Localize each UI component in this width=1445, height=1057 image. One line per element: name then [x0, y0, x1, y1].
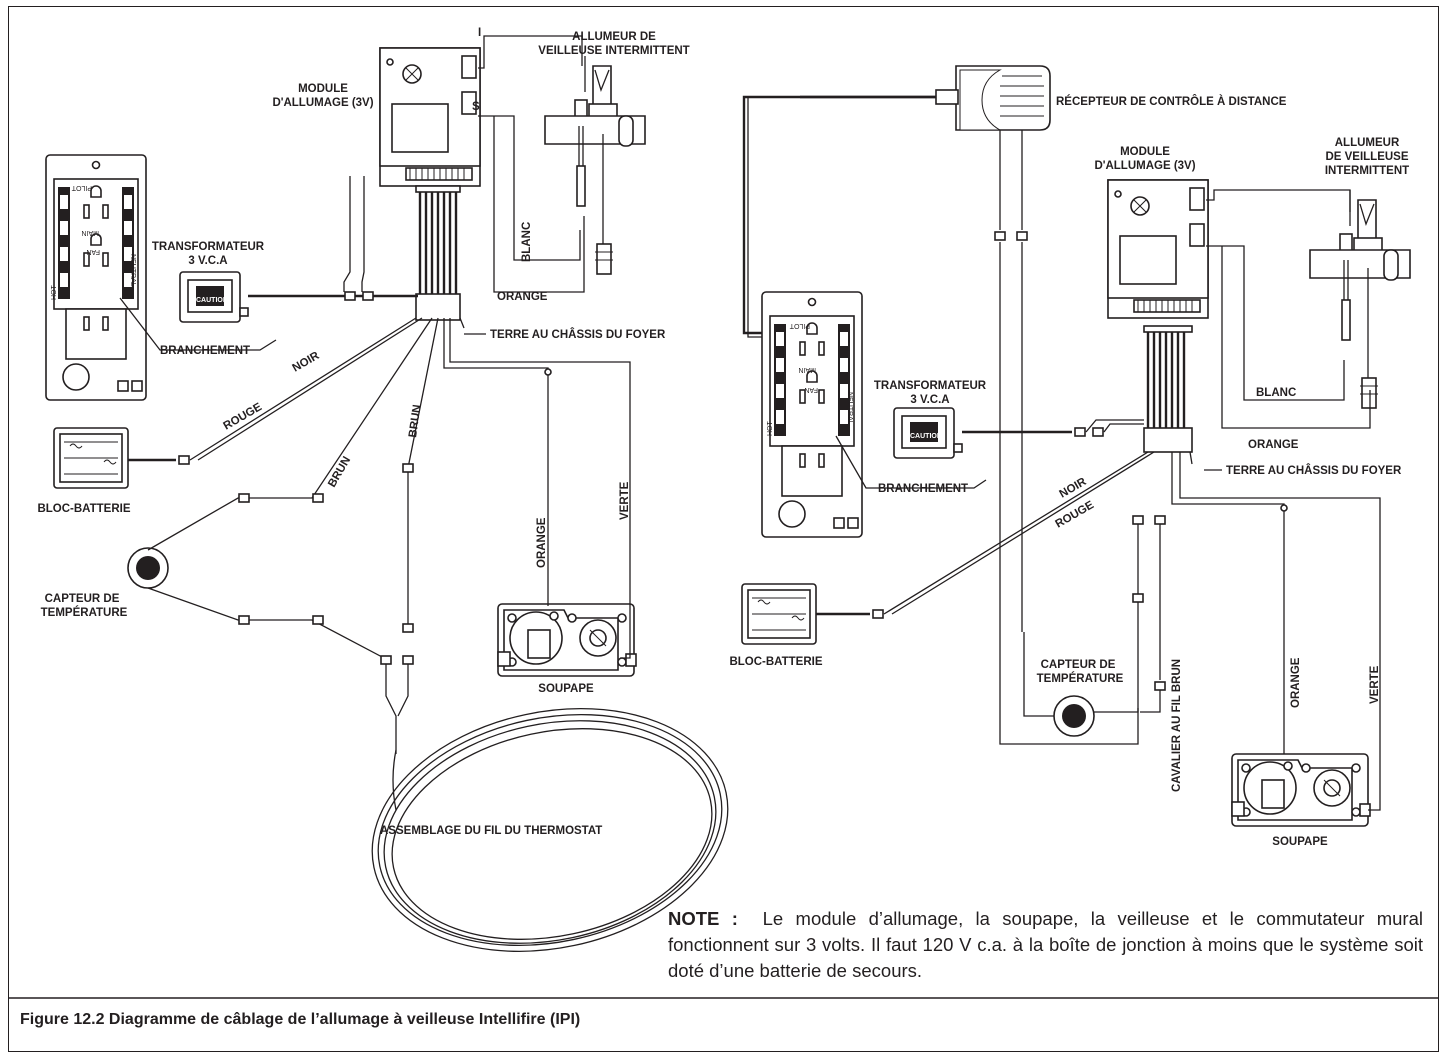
left-wire-green: VERTE: [619, 481, 631, 520]
right-wire-orange-h: ORANGE: [1248, 439, 1299, 451]
right-wire-red: ROUGE: [1054, 499, 1097, 531]
right-transformer-label-1: TRANSFORMATEUR: [874, 380, 987, 392]
left-switch-main: MAIN: [82, 229, 100, 236]
right-switch-main: MAIN: [799, 366, 817, 373]
left-switch-hot: HOT: [51, 285, 58, 301]
note-block: NOTE : Le module d’allumage, la soupape,…: [668, 906, 1423, 984]
right-temperature-sensor: [1053, 695, 1095, 737]
right-valve: [1231, 753, 1371, 827]
right-igniter-label-1: ALLUMEUR: [1335, 137, 1400, 149]
left-module: [379, 47, 481, 187]
left-sensor-label-2: TEMPÉRATURE: [41, 606, 128, 619]
left-transformer-label-1: TRANSFORMATEUR: [152, 241, 265, 253]
left-wire-orange-v: ORANGE: [536, 517, 548, 568]
left-wire-brown-2: BRUN: [407, 404, 424, 439]
right-jumper-label: CAVALIER AU FIL BRUN: [1171, 659, 1183, 792]
right-receiver: [935, 65, 1051, 131]
note-label: NOTE :: [668, 908, 738, 929]
left-system: MODULE D'ALLUMAGE (3V) I S ALLUMEUR DE V…: [37, 27, 729, 952]
left-module-label-2: D'ALLUMAGE (3V): [272, 97, 373, 109]
left-transformer-label-2: 3 V.C.A: [188, 255, 227, 267]
right-switch-neutral: NEUTRAL: [846, 392, 853, 425]
left-wire-brown-1: BRUN: [326, 455, 353, 490]
figure-caption: Figure 12.2 Diagramme de câblage de l’al…: [20, 1011, 581, 1028]
right-switch-fan: FAN: [804, 386, 818, 393]
right-battery: [741, 583, 817, 645]
left-pin-i: I: [478, 27, 481, 39]
left-battery-label: BLOC-BATTERIE: [37, 503, 130, 515]
right-module-label-1: MODULE: [1120, 146, 1170, 158]
left-module-label-1: MODULE: [298, 83, 348, 95]
left-ground-label: TERRE AU CHÂSSIS DU FOYER: [490, 328, 666, 341]
left-wire-black: NOIR: [291, 349, 323, 374]
right-igniter-label-3: INTERMITTENT: [1325, 165, 1409, 177]
right-switch-hot: HOT: [767, 421, 774, 437]
left-connection-label: BRANCHEMENT: [160, 345, 250, 357]
right-wire-green: VERTE: [1369, 665, 1381, 704]
left-switch-pilot: PILOT: [71, 184, 92, 191]
left-switch-neutral: NEUTRAL: [129, 254, 136, 287]
left-battery: [53, 427, 129, 489]
left-temperature-sensor: [127, 547, 169, 589]
left-valve-label: SOUPAPE: [538, 683, 594, 695]
right-igniter: [1309, 189, 1411, 409]
right-wire-black: NOIR: [1058, 475, 1090, 500]
right-battery-label: BLOC-BATTERIE: [729, 656, 822, 668]
right-module-label-2: D'ALLUMAGE (3V): [1094, 160, 1195, 172]
left-igniter-label-2: VEILLEUSE INTERMITTENT: [538, 45, 689, 57]
left-igniter: [544, 55, 646, 275]
right-connection-label: BRANCHEMENT: [878, 483, 968, 495]
right-transformer-tag: CAUTION: [910, 433, 942, 440]
right-switch-pilot: PILOT: [789, 322, 810, 329]
left-valve: [497, 603, 637, 677]
right-sensor-label-2: TEMPÉRATURE: [1037, 672, 1124, 685]
left-transformer-tag: CAUTION: [196, 297, 228, 304]
left-sensor-label-1: CAPTEUR DE: [45, 593, 120, 605]
left-igniter-label-1: ALLUMEUR DE: [572, 31, 656, 43]
left-thermostat-coil: [371, 708, 729, 952]
right-module: [1107, 179, 1209, 319]
left-pin-s: S: [472, 101, 480, 113]
right-igniter-label-2: DE VEILLEUSE: [1325, 151, 1408, 163]
right-system: RÉCEPTEUR DE CONTRÔLE À DISTANCE MODULE …: [729, 65, 1411, 848]
right-wire-orange-v: ORANGE: [1290, 657, 1302, 708]
right-receiver-label: RÉCEPTEUR DE CONTRÔLE À DISTANCE: [1056, 95, 1287, 108]
right-transformer-label-2: 3 V.C.A: [910, 394, 949, 406]
right-wire-white: BLANC: [1256, 387, 1296, 399]
right-ground-label: TERRE AU CHÂSSIS DU FOYER: [1226, 464, 1402, 477]
left-wire-white: BLANC: [521, 222, 533, 262]
right-valve-label: SOUPAPE: [1272, 836, 1328, 848]
right-sensor-label-1: CAPTEUR DE: [1041, 659, 1116, 671]
left-wire-orange-h: ORANGE: [497, 291, 548, 303]
left-thermostat-label: ASSEMBLAGE DU FIL DU THERMOSTAT: [380, 825, 602, 837]
note-text: Le module d’allumage, la soupape, la vei…: [668, 908, 1423, 981]
left-switch-fan: FAN: [86, 248, 100, 255]
